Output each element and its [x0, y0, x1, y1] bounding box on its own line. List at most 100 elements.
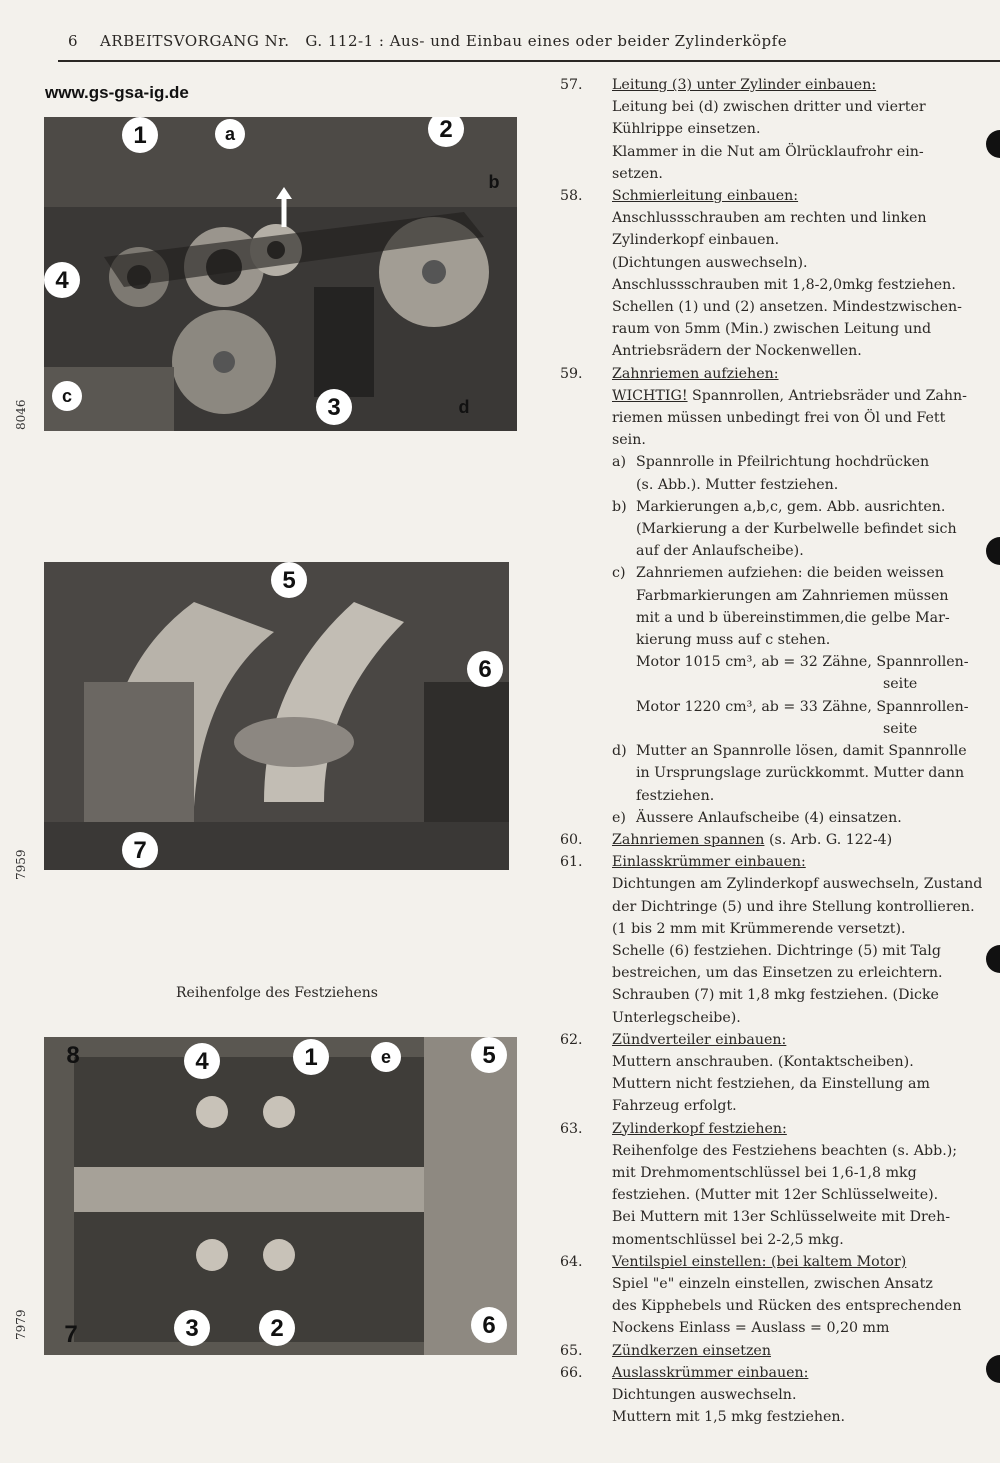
sub-item-line: Mutter an Spannrolle lösen, damit Spannr…	[636, 743, 967, 760]
step-text-line: Reihenfolge des Festziehens beachten (s.…	[612, 1142, 958, 1159]
sub-item-a: a)Spannrolle in Pfeilrichtung hochdrücke…	[612, 451, 1000, 495]
intake-manifold-photo: 5 6 7	[44, 562, 509, 870]
callout-7: 7	[64, 1321, 77, 1348]
sub-item-line: Markierungen a,b,c, gem. Abb. ausrichten…	[636, 498, 946, 515]
step-title: Auslasskrümmer einbauen:	[612, 1364, 809, 1381]
step-title: Zahnriemen aufziehen:	[612, 365, 779, 382]
svg-text:7: 7	[64, 1321, 77, 1348]
svg-text:1: 1	[133, 122, 146, 149]
step-62: 62.Zündverteiler einbauen:Muttern anschr…	[560, 1029, 1000, 1118]
figure-number-3: 7979	[14, 1309, 28, 1340]
sub-item-letter: d)	[612, 743, 627, 760]
sub-item-line: Äussere Anlaufscheibe (4) einsatzen.	[636, 809, 902, 826]
sub-item-letter: a)	[612, 454, 626, 471]
sub-item-line: (Markierung a der Kurbelwelle befindet s…	[636, 521, 957, 538]
figure-number-1: 8046	[14, 399, 28, 430]
instructions-column: 57.Leitung (3) unter Zylinder einbauen:L…	[560, 74, 1000, 1428]
figure-number-2: 7959	[14, 849, 28, 880]
callout-c: c	[52, 381, 82, 411]
callout-5: 5	[471, 1037, 507, 1073]
svg-text:5: 5	[282, 567, 295, 594]
step-text-line: Spiel "e" einzeln einstellen, zwischen A…	[612, 1275, 933, 1292]
sub-item-line: kierung muss auf c stehen.	[636, 632, 831, 649]
motor-spec: Motor 1015 cm³, ab = 32 Zähne, Spannroll…	[612, 651, 1000, 695]
step-title: Zahnriemen spannen	[612, 831, 765, 848]
step-text-line: Unterlegscheibe).	[612, 1009, 741, 1026]
svg-text:b: b	[489, 172, 500, 192]
step-number: 61.	[560, 854, 583, 871]
figure-caption: Reihenfolge des Festziehens	[176, 985, 378, 1001]
step-text-line: Muttern mit 1,5 mkg festziehen.	[612, 1409, 846, 1426]
step-58: 58.Schmierleitung einbauen:Anschlussschr…	[560, 185, 1000, 363]
step-title: Zylinderkopf festziehen:	[612, 1120, 787, 1137]
step-number: 64.	[560, 1253, 583, 1270]
important-label: WICHTIG!	[612, 387, 688, 404]
step-65: 65. Zündkerzen einsetzen	[560, 1340, 1000, 1362]
step-text-line: des Kipphebels und Rücken des entspreche…	[612, 1298, 962, 1315]
step-text-line: riemen müssen unbedingt frei von Öl und …	[612, 410, 946, 427]
callout-5: 5	[271, 562, 307, 598]
svg-text:3: 3	[327, 394, 340, 421]
sub-item-c: c) Zahnriemen aufziehen: die beiden weiss…	[612, 562, 1000, 651]
callout-3: 3	[174, 1310, 210, 1346]
sub-item-line: festziehen.	[636, 787, 715, 804]
step-66: 66.Auslasskrümmer einbauen:Dichtungen au…	[560, 1362, 1000, 1429]
step-text-line: festziehen. (Mutter mit 12er Schlüsselwe…	[612, 1187, 939, 1204]
step-text-line: Bei Muttern mit 13er Schlüsselweite mit …	[612, 1209, 951, 1226]
callout-a: a	[215, 119, 245, 149]
svg-text:d: d	[459, 397, 470, 417]
step-text-line: Anschlussschrauben am rechten und linken	[612, 210, 927, 227]
callout-4: 4	[184, 1043, 220, 1079]
step-text-line: Schrauben (7) mit 1,8 mkg festziehen. (D…	[612, 987, 939, 1004]
step-59: 59.Zahnriemen aufziehen:WICHTIG! Spannro…	[560, 363, 1000, 829]
svg-text:c: c	[62, 386, 72, 406]
operation-heading: ARBEITSVORGANG Nr. G. 112-1 : Aus- und E…	[100, 32, 788, 50]
svg-text:7: 7	[133, 837, 146, 864]
step-title: Ventilspiel einstellen: (bei kaltem Moto…	[612, 1253, 907, 1270]
callout-6: 6	[467, 651, 503, 687]
step-number: 65.	[560, 1342, 583, 1359]
callout-d: d	[459, 397, 470, 417]
step-text-line: Schelle (6) festziehen. Dichtringe (5) m…	[612, 942, 941, 959]
svg-text:4: 4	[55, 267, 69, 294]
step-number: 63.	[560, 1120, 583, 1137]
step-text-line: Leitung bei (d) zwischen dritter und vie…	[612, 99, 926, 116]
header-rule	[58, 60, 1000, 62]
motor-spec-cont: seite	[883, 720, 918, 737]
step-text-line: Klammer in die Nut am Ölrücklaufrohr ein…	[612, 143, 924, 160]
step-63: 63. Zylinderkopf festziehen: Reihenfolge d…	[560, 1118, 1000, 1251]
svg-text:3: 3	[185, 1315, 198, 1342]
step-64: 64. Ventilspiel einstellen: (bei kaltem M…	[560, 1251, 1000, 1340]
callout-2: 2	[259, 1310, 295, 1346]
callout-8: 8	[66, 1042, 79, 1069]
punch-hole	[986, 130, 1000, 158]
step-number: 66.	[560, 1364, 583, 1381]
step-text-line: der Dichtringe (5) und ihre Stellung kon…	[612, 898, 975, 915]
svg-text:4: 4	[195, 1048, 209, 1075]
step-text-line: Anschlussschrauben mit 1,8-2,0mkg festzi…	[612, 276, 956, 293]
step-text-line: Dichtungen am Zylinderkopf auswechseln, …	[612, 876, 983, 893]
step-text-line: mit Drehmomentschlüssel bei 1,6-1,8 mkg	[612, 1164, 917, 1181]
step-text-line: Schellen (1) und (2) ansetzen. Mindestzw…	[612, 299, 962, 316]
sub-item-line: in Ursprungslage zurückkommt. Mutter dan…	[636, 765, 965, 782]
callout-1: 1	[122, 117, 158, 153]
step-text-line: (Dichtungen auswechseln).	[612, 254, 808, 271]
step-text-line: Muttern nicht festziehen, da Einstellung…	[612, 1076, 930, 1093]
sub-item-line: Zahnriemen aufziehen: die beiden weissen	[636, 565, 944, 582]
svg-text:2: 2	[270, 1315, 283, 1342]
sub-item-letter: c)	[612, 565, 626, 582]
svg-text:e: e	[381, 1047, 391, 1067]
step-number: 60.	[560, 831, 583, 848]
step-title: Schmierleitung einbauen:	[612, 188, 799, 205]
step-text-line: momentschlüssel bei 2-2,5 mkg.	[612, 1231, 844, 1248]
website-label: www.gs-gsa-ig.de	[45, 83, 189, 102]
punch-hole	[986, 1355, 1000, 1383]
step-text-line: Antriebsrädern der Nockenwellen.	[612, 343, 862, 360]
callout-e: e	[371, 1042, 401, 1072]
step-title: Zündkerzen einsetzen	[612, 1342, 771, 1359]
callout-7: 7	[122, 832, 158, 868]
motor-spec-line: Motor 1015 cm³, ab = 32 Zähne, Spannroll…	[636, 654, 969, 671]
step-57: 57.Leitung (3) unter Zylinder einbauen:L…	[560, 74, 1000, 185]
